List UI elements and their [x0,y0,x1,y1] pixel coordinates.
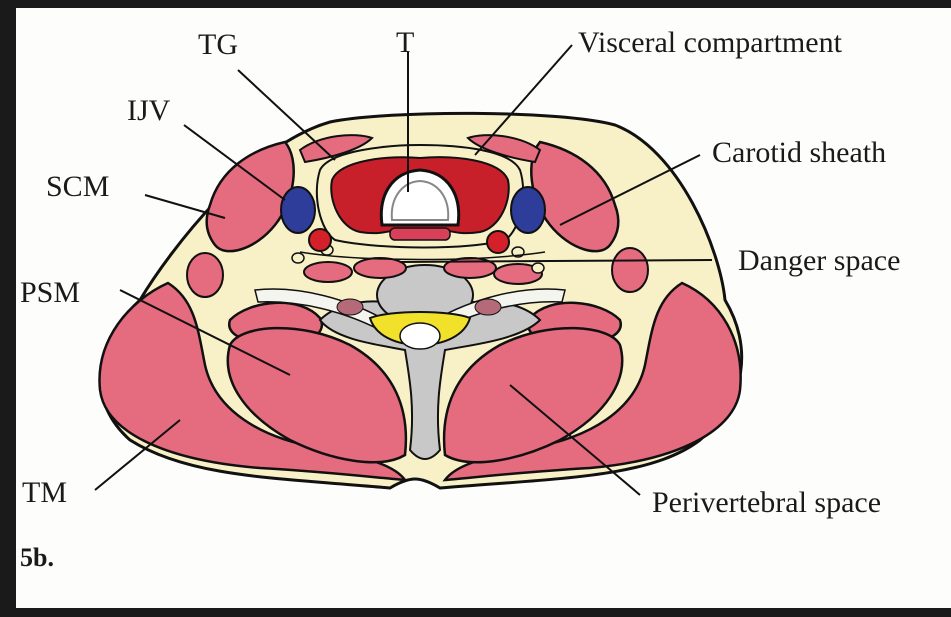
vertebral-vessel-left [337,299,363,315]
prevertebral-muscle-left-1 [304,262,352,282]
label-visceral-compartment: Visceral compartment [578,26,843,59]
label-tg: TG [198,28,238,61]
label-tm: TM [22,476,67,509]
label-scm: SCM [46,170,109,203]
ijv-right [511,187,545,233]
label-perivertebral-space: Perivertebral space [652,486,881,519]
carotid-left [309,229,331,251]
scalene-right [612,248,648,292]
carotid-right [487,231,509,253]
vertebral-vessel-right [475,299,501,315]
scalene-left [187,253,223,297]
esophagus [390,228,450,240]
label-danger-space: Danger space [738,244,900,277]
spinal-cord [400,323,440,349]
figure-caption: 5b. [20,543,54,572]
label-t: T [396,26,414,59]
label-carotid-sheath: Carotid sheath [712,136,886,169]
node-left-a [292,253,304,263]
label-psm: PSM [20,276,80,309]
ijv-left [281,187,315,233]
prevertebral-muscle-left-2 [354,258,406,278]
node-right-b [532,263,544,273]
label-ijv: IJV [127,94,171,127]
